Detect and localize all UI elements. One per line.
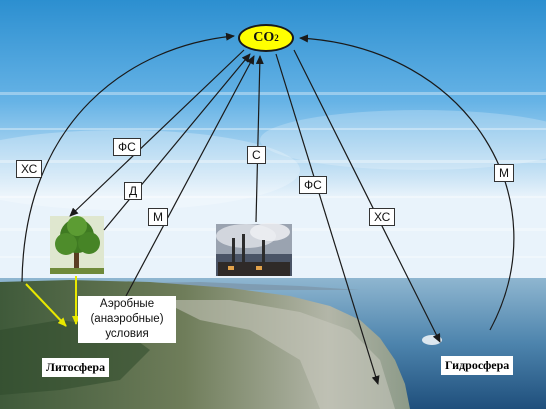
conditions-line-2: (анаэробные) [90, 313, 164, 325]
zone-lithosphere: Литосфера [42, 358, 110, 377]
label-d: Д [124, 182, 143, 200]
label-hs-right: ХС [369, 208, 396, 226]
label-fs-left: ФС [113, 138, 141, 156]
factory-image [216, 223, 292, 276]
label-s: С [247, 146, 266, 164]
conditions-line-3: условия [105, 328, 149, 340]
co2-formula: CO [253, 30, 275, 45]
label-hs-left: ХС [16, 160, 43, 178]
conditions-box: Аэробные (анаэробные) условия [78, 296, 176, 343]
co2-subscript: 2 [274, 33, 279, 43]
label-fs-right: ФС [299, 176, 327, 194]
conditions-line-1: Аэробные [99, 298, 155, 310]
label-m-right: М [494, 164, 514, 182]
label-m-left: М [148, 208, 168, 226]
tree-image [50, 216, 104, 274]
zone-hydrosphere: Гидросфера [441, 356, 514, 375]
